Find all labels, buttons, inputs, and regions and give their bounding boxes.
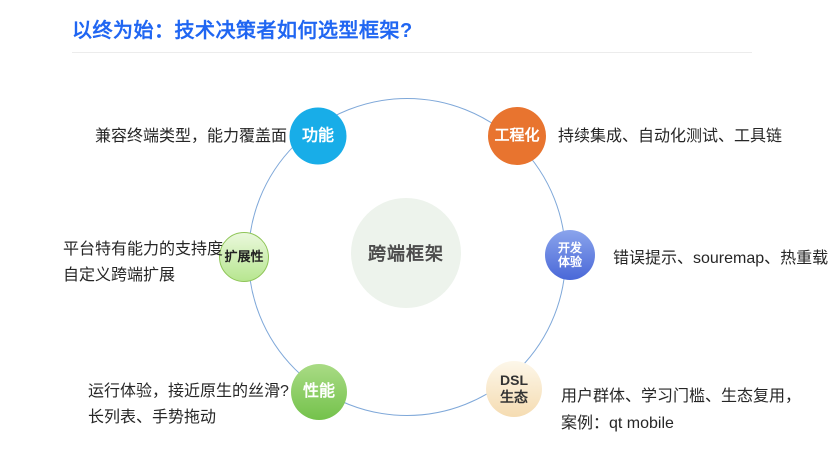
center-node-label: 跨端框架 xyxy=(368,244,444,264)
slide-title: 以终为始：技术决策者如何选型框架? xyxy=(72,20,413,42)
annotation-engineering-line1: 持续集成、自动化测试、工具链 xyxy=(558,128,783,145)
node-dev-experience-label-line2: 体验 xyxy=(557,255,582,269)
node-dev-experience: 开发 体验 xyxy=(545,230,595,280)
annotation-performance: 运行体验，接近原生的丝滑? 长列表、手势拖动 xyxy=(88,379,289,431)
title-divider xyxy=(72,52,752,53)
annotation-dsl-ecosystem: 用户群体、学习门槛、生态复用， 案例：qt mobile xyxy=(561,383,801,437)
annotation-extensibility-line2: 自定义跨端扩展 xyxy=(63,267,176,284)
node-features: 功能 xyxy=(289,107,347,165)
annotation-features-line1: 兼容终端类型，能力覆盖面 xyxy=(95,128,288,145)
annotation-dsl-ecosystem-line1: 用户群体、学习门槛、生态复用， xyxy=(561,388,802,405)
annotation-extensibility-line1: 平台特有能力的支持度 xyxy=(63,241,224,258)
annotation-engineering: 持续集成、自动化测试、工具链 xyxy=(558,124,782,150)
node-dsl-ecosystem-label-line1: DSL xyxy=(500,372,528,389)
annotation-dev-experience: 错误提示、souremap、热重载 xyxy=(613,246,828,272)
node-performance-label: 性能 xyxy=(302,383,335,401)
node-engineering: 工程化 xyxy=(488,107,546,165)
node-performance: 性能 xyxy=(291,364,347,420)
node-dsl-ecosystem: DSL 生态 xyxy=(486,361,542,417)
annotation-performance-line2: 长列表、手势拖动 xyxy=(88,409,217,426)
node-extensibility-label: 扩展性 xyxy=(224,249,264,265)
annotation-performance-line1: 运行体验，接近原生的丝滑? xyxy=(88,383,289,400)
annotation-extensibility: 平台特有能力的支持度 自定义跨端扩展 xyxy=(63,237,223,289)
annotation-dsl-ecosystem-line2: 案例：qt mobile xyxy=(561,415,674,432)
node-dev-experience-label-line1: 开发 xyxy=(557,240,582,255)
node-extensibility: 扩展性 xyxy=(219,232,269,282)
node-features-label: 功能 xyxy=(301,127,334,145)
annotation-dev-experience-line1: 错误提示、souremap、热重载 xyxy=(613,250,828,267)
node-engineering-label: 工程化 xyxy=(494,127,540,144)
annotation-features: 兼容终端类型，能力覆盖面 xyxy=(95,124,287,150)
center-node: 跨端框架 xyxy=(351,198,461,308)
node-dsl-ecosystem-label-line2: 生态 xyxy=(500,389,528,405)
